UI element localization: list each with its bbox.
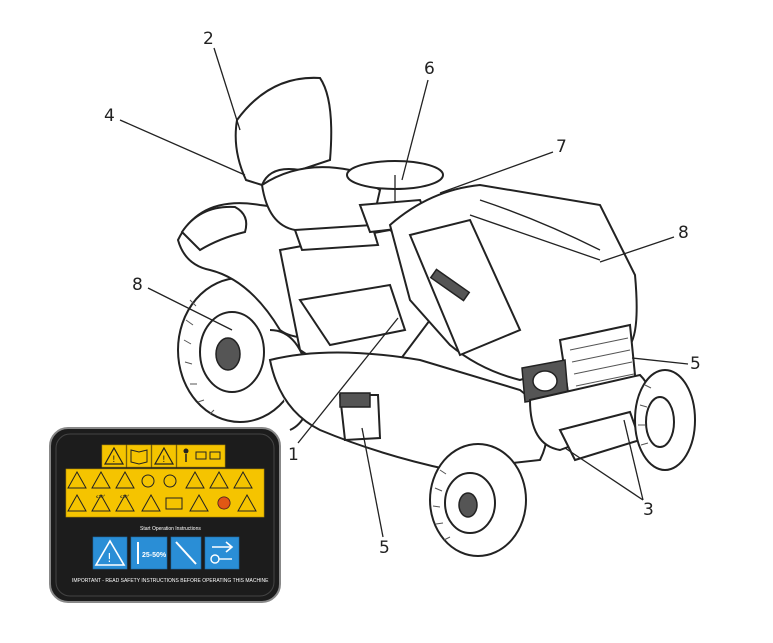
callout-1: 1	[288, 445, 299, 465]
front-right-wheel	[634, 369, 696, 471]
callout-7: 7	[556, 137, 567, 157]
decal-section-title: Start Operation Instructions	[140, 526, 201, 532]
decal-top-row: ! !	[101, 444, 226, 468]
callout-8-right: 8	[678, 223, 689, 243]
callout-8-left: 8	[132, 275, 143, 295]
callout-2: 2	[203, 29, 214, 49]
leader-lines	[119, 47, 689, 538]
slope-label-1: ≤10°	[96, 494, 105, 499]
front-left-wheel	[429, 443, 527, 557]
callout-labels: 1 2 3 4 5 5 6 7 8 8	[104, 29, 701, 558]
callout-5-right: 5	[690, 354, 701, 374]
safety-decal: ! !	[49, 427, 281, 603]
tractor-illustration	[176, 76, 696, 557]
svg-text:!: !	[162, 455, 166, 465]
callout-4: 4	[104, 106, 115, 126]
decal-instruction-row: ! 25-50%	[92, 536, 240, 570]
svg-text:!: !	[107, 551, 112, 565]
svg-text:!: !	[112, 455, 116, 465]
callout-6: 6	[424, 59, 435, 79]
slope-label-2: ≤10°	[120, 494, 129, 499]
decal-footer: IMPORTANT - READ SAFETY INSTRUCTIONS BEF…	[72, 578, 269, 584]
callout-5-bottom: 5	[379, 538, 390, 558]
callout-3: 3	[643, 500, 654, 520]
decal-warning-grid: ≤10° ≤10°	[65, 468, 265, 518]
percent-label: 25-50%	[142, 552, 167, 559]
